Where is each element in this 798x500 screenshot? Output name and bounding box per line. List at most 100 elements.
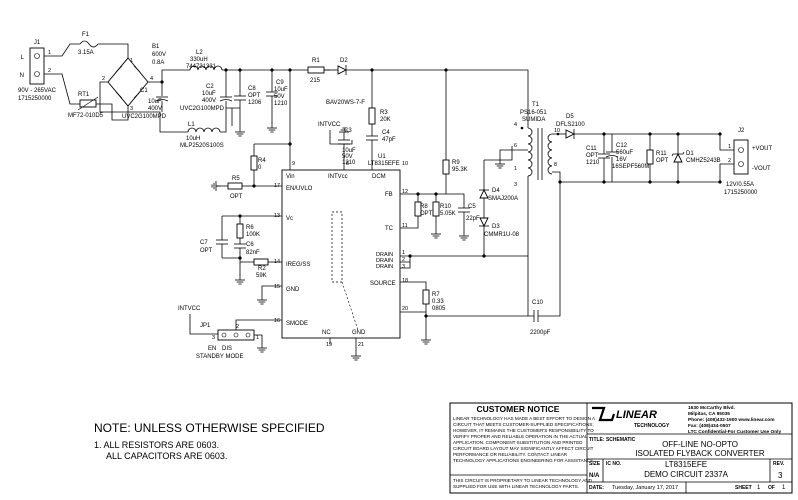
l1-inductor: L1 10uH MLP2520S100S — [180, 122, 224, 149]
c3-size: 1210 — [342, 160, 356, 166]
notice-lines: LINEAR TECHNOLOGY HAS MADE A BEST EFFORT… — [453, 416, 596, 489]
c12-capacitor: C12 560uF 16V 16SEPF560M — [605, 143, 649, 170]
logo-subtext: TECHNOLOGY — [634, 423, 670, 429]
c8-size: 1206 — [248, 100, 262, 106]
c5-ref: C5 — [468, 204, 476, 210]
j1-pin2: 2 — [48, 68, 51, 74]
d1-zener-diode: D1 CMHZ5243B — [671, 151, 721, 164]
t1-part: PS16-051 — [520, 110, 547, 116]
c9-value: 10uF — [274, 87, 288, 93]
u1-ref: U1 — [378, 154, 386, 160]
u1-pin-vin: Vin — [286, 174, 295, 180]
r4-value: 0 — [258, 165, 262, 171]
u1-num-drain1: 1 — [402, 250, 405, 256]
jp1-en: EN — [208, 346, 216, 352]
t1-pin10: 10 — [554, 128, 560, 134]
r7-value: 0.33 — [432, 299, 444, 305]
t1-pin6: 6 — [514, 143, 517, 149]
c11-value: OPT — [586, 153, 599, 159]
jp1-intvcc-label: INTVCC — [178, 306, 201, 312]
c11-size: 1210 — [586, 160, 600, 166]
c5-capacitor: C5 22pF — [458, 204, 480, 222]
notice-title: CUSTOMER NOTICE — [477, 404, 560, 414]
j2-connector: J2 +VOUT -VOUT 1 2 12V/0.55A 1715250000 — [724, 128, 773, 196]
jp1-title: STANDBY MODE — [196, 354, 243, 360]
b1-part: UVC2G100MPD — [122, 114, 167, 120]
address-lines: 1630 McCarthy Blvd. Milpitas, CA 95035 P… — [688, 405, 782, 435]
u1-num-fb: 12 — [402, 189, 408, 195]
c4-value: 47pF — [382, 137, 396, 143]
r5-resistor: R5 OPT — [227, 176, 243, 200]
u1-num-source: 18 — [402, 278, 408, 284]
u1-num-nc: 19 — [326, 342, 332, 348]
j1-pin1: 1 — [48, 50, 51, 56]
t1-ref: T1 — [532, 102, 540, 108]
r6-ref: R6 — [246, 225, 254, 231]
u1-pin-vc: Vc — [286, 216, 293, 222]
c12-value: 560uF — [616, 150, 633, 156]
r9-ref: R9 — [452, 160, 460, 166]
b1-pin3: 3 — [130, 106, 133, 112]
d3-part: CMMR1U-08 — [484, 232, 520, 238]
d1-ref: D1 — [686, 151, 694, 157]
sheet-total: 1 — [782, 485, 786, 491]
j1-connector: J1 L N 1 2 90V - 265VAC 1715250000 — [18, 40, 57, 102]
notice-line: CIRCUIT BOARD LAYOUT MAY SIGNIFICANTLY A… — [453, 446, 594, 451]
jp1-pin2: 2 — [236, 324, 239, 330]
u1-pin-drain1: DRAIN — [376, 252, 393, 258]
ic-line-1: LT8315EFE — [665, 460, 707, 469]
u1-part: LT8315EFE — [368, 161, 400, 167]
rev-value: 3 — [778, 471, 783, 480]
t1-pin3: 3 — [514, 182, 517, 188]
j1-rating: 90V - 265VAC — [18, 88, 57, 94]
r10-resistor: R10 5.05K — [432, 201, 456, 217]
c2-ref: C2 — [206, 84, 214, 90]
d3-diode: D3 CMMR1U-08 — [479, 217, 520, 238]
u1-num-gnd: 15 — [274, 284, 280, 290]
d2-diode: D2 BAV20WS-7-F — [326, 58, 365, 106]
jp1-jumper[interactable]: JP1 3 2 1 EN DIS STANDBY MODE — [196, 323, 259, 360]
u1-pin-smode: SMODE — [286, 321, 308, 327]
j2-part: 1715250000 — [724, 190, 758, 196]
c2-value: 10uF — [202, 91, 216, 97]
u1-pin-source: SOURCE — [370, 281, 396, 287]
size-value: N/A — [589, 473, 600, 479]
b1-pin4: 4 — [150, 76, 153, 82]
d3-ref: D3 — [492, 224, 500, 230]
c4-ref: C4 — [382, 130, 390, 136]
logo-text: LINEAR — [616, 409, 657, 421]
d4-tvs-diode: D4 SMAJ200A — [479, 188, 518, 202]
u1-num-smode: 16 — [274, 318, 280, 324]
date-label: DATE: — [589, 485, 604, 491]
j2-rating: 12V/0.55A — [726, 182, 754, 188]
j2-pin2: 2 — [728, 158, 731, 164]
u1-pin-fb: FB — [385, 192, 393, 198]
c9-capacitor: C9 10uF 50V 1210 — [266, 80, 288, 107]
r5-value: OPT — [230, 194, 243, 200]
t1-transformer: T1 PS16-051 SUMIDA 4 6 1 3 10 8 — [514, 102, 560, 188]
j1-pin-l: L — [21, 55, 25, 61]
c5-value: 22pF — [466, 216, 480, 222]
l1-part: MLP2520S100S — [180, 143, 224, 149]
c2-voltage: 400V — [202, 98, 216, 104]
address-line: Phone: (408)432-1900 www.linear.com — [688, 417, 774, 423]
j2-pin-vout-pos: +VOUT — [752, 146, 773, 152]
d5-diode: D5 DFLS2100 — [556, 114, 585, 139]
c2-part: UVC2G100MPD — [180, 106, 225, 112]
jp1-pin1: 1 — [256, 335, 259, 341]
d4-part: SMAJ200A — [488, 196, 518, 202]
r7-size: 0805 — [432, 306, 446, 312]
c8-ref: C8 — [248, 86, 256, 92]
r1-ref: R1 — [312, 58, 320, 64]
r3-value: 20K — [380, 117, 391, 123]
title-block — [449, 402, 793, 494]
t1-pin1: 1 — [514, 166, 517, 172]
title-label: TITLE: SCHEMATIC — [589, 437, 636, 443]
l2-part: 744731331 — [186, 64, 217, 70]
c6-capacitor: C6 82nF — [234, 242, 260, 256]
u1-pin-drain2: DRAIN — [376, 258, 393, 264]
c9-ref: C9 — [276, 80, 284, 86]
r5-ref: R5 — [232, 176, 240, 182]
c1-voltage: 400V — [148, 106, 162, 112]
proprietary-line: THIS CIRCUIT IS PROPRIETARY TO LINEAR TE… — [453, 478, 593, 483]
